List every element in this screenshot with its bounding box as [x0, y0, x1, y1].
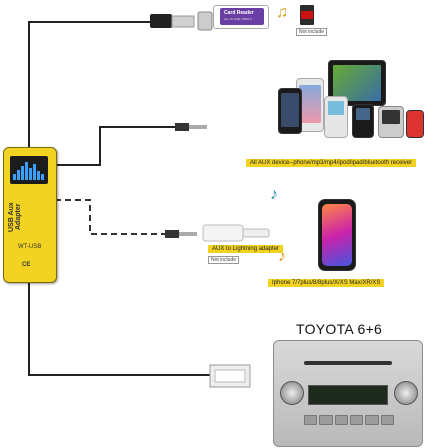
aux-device-cluster [268, 60, 424, 150]
iphone-models-label: Iphone 7/7plus/8/8plus/X/XS Max/XR/XS [268, 279, 385, 287]
music-note-icon-blue: ♪ [270, 186, 278, 203]
preset-buttons [304, 415, 394, 425]
music-note-icon-orange: ♪ [278, 248, 286, 265]
adapter-title: USB Aux Adapter [8, 202, 22, 232]
usb-drive-sub: ALL IN ONE USB2.0 [224, 17, 252, 21]
ipod-classic-icon [324, 96, 348, 138]
iphone-x-icon [318, 199, 356, 271]
toyota-car-stereo [273, 340, 423, 447]
adapter-display-panel [10, 156, 48, 184]
storage-not-included-note: Not include [296, 28, 328, 36]
bluetooth-receiver-icon [406, 110, 424, 138]
lightning-not-included-note: Not include [208, 256, 240, 264]
cd-slot [304, 361, 392, 365]
volume-knob [280, 381, 304, 405]
mp3-player-icon [352, 104, 374, 138]
mp4-player-icon [378, 106, 404, 138]
aux-device-label: All AUX device--phone/mp3/mp4/ipod/ipad/… [246, 159, 417, 167]
usb-drive-brand: Card Reader [224, 10, 254, 16]
usb-card-reader: Card Reader ALL IN ONE USB2.0 [213, 5, 269, 29]
phone-dark-icon [278, 88, 302, 134]
stereo-display [308, 385, 388, 405]
sd-card-icon [300, 5, 314, 25]
usb-aux-adapter: USB Aux Adapter WT-USB CE [3, 147, 57, 283]
music-note-icon: ♫ [276, 4, 288, 21]
lightning-adapter-label: AUX to Lightning adapter [208, 245, 284, 253]
tune-knob [394, 381, 418, 405]
adapter-model: WT-USB [18, 244, 42, 250]
car-model-title: TOYOTA 6+6 [296, 321, 383, 337]
adapter-ce-mark: CE [22, 262, 31, 268]
tablet-icon [328, 60, 386, 106]
